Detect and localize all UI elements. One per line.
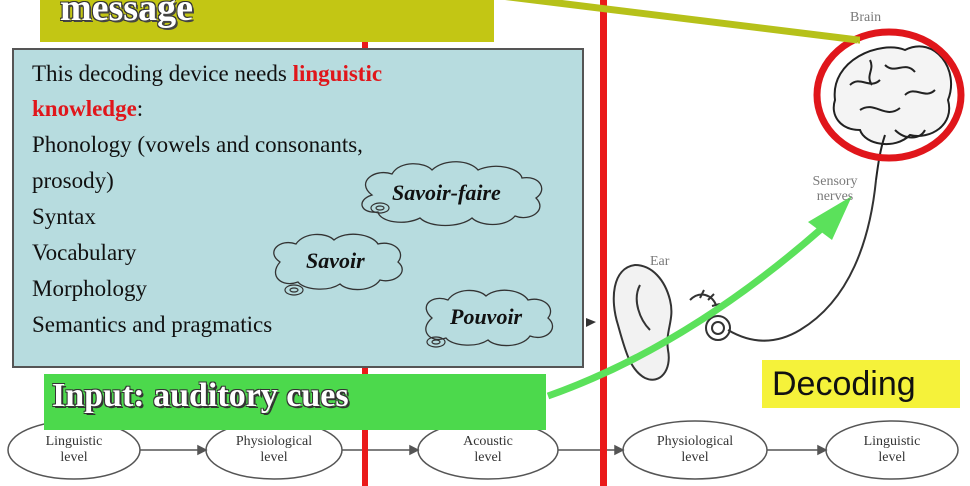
divider-line-right	[600, 0, 607, 486]
highlight-linguistic: linguistic	[292, 61, 383, 86]
brain-label: Brain	[850, 10, 882, 25]
level-connectors	[140, 444, 828, 456]
level-2-line2: level	[260, 450, 288, 465]
level-5-line2: level	[878, 450, 906, 465]
ear-label: Ear	[650, 254, 670, 269]
cloud-label-savoir-faire: Savoir-faire	[392, 180, 501, 205]
arrowhead	[808, 196, 852, 240]
sensory-nerves-label: Sensory nerves	[812, 174, 858, 204]
level-3-line1: Acoustic	[463, 434, 513, 449]
small-arrow-marker	[586, 318, 596, 327]
input-banner	[44, 374, 546, 430]
cloud-label-savoir: Savoir	[306, 248, 365, 273]
message-banner-text: message	[60, 0, 193, 29]
level-5-line1: Linguistic	[863, 434, 921, 449]
level-4-line1: Physiological	[656, 434, 734, 449]
knowledge-item: Morphology	[32, 276, 147, 301]
brain-highlight-circle	[813, 28, 965, 162]
panel-intro-text: This decoding device needs	[32, 61, 293, 86]
knowledge-item: Phonology (vowels and consonants,	[32, 132, 363, 157]
highlight-knowledge: knowledge	[32, 96, 137, 121]
level-label-3: Acoustic level	[428, 434, 548, 466]
level-3-line2: level	[474, 450, 502, 465]
level-label-4: Physiological level	[635, 434, 755, 466]
pointer-line-to-brain	[505, 0, 859, 44]
message-banner	[40, 0, 494, 42]
level-2-line1: Physiological	[235, 434, 313, 449]
cochlea-icon	[689, 289, 731, 341]
panel-knowledge-line: knowledge:	[32, 95, 143, 123]
knowledge-item: prosody)	[32, 168, 114, 193]
level-4-line2: level	[681, 450, 709, 465]
level-label-1: Linguistic level	[14, 434, 134, 466]
panel-intro-line: This decoding device needs linguistic	[32, 60, 382, 88]
knowledge-item: Syntax	[32, 204, 96, 229]
input-banner-text: Input: auditory cues	[52, 377, 349, 414]
level-1-line2: level	[60, 450, 88, 465]
cloud-label-pouvoir: Pouvoir	[450, 304, 523, 329]
input-to-brain-arrow	[546, 227, 823, 400]
level-label-2: Physiological level	[214, 434, 334, 466]
sensory-nerve-path	[727, 179, 877, 342]
brain-icon	[832, 45, 953, 181]
knowledge-colon: :	[136, 96, 144, 121]
decoding-label-box	[762, 360, 960, 408]
knowledge-item: Semantics and pragmatics	[32, 312, 273, 337]
level-1-line1: Linguistic	[45, 434, 103, 449]
knowledge-item: Vocabulary	[32, 240, 137, 265]
level-label-5: Linguistic level	[832, 434, 952, 466]
decoding-label: Decoding	[772, 365, 916, 403]
ear-icon	[612, 263, 673, 381]
